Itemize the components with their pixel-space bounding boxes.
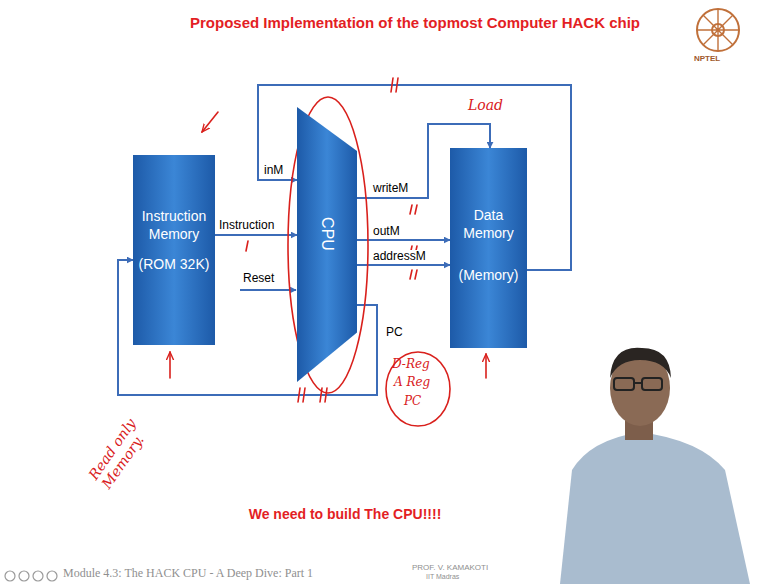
pen-ellipse [288, 97, 368, 393]
nptel-logo [697, 9, 739, 51]
footer-text: Module 4.3: The HACK CPU - A Deep Dive: … [63, 567, 313, 581]
presenter-glasses [642, 378, 662, 390]
handwritten-note: PC [404, 395, 421, 409]
logo-text: NPTEL [694, 54, 720, 63]
block-name: CPU [318, 217, 336, 251]
presenter-glasses [614, 378, 634, 390]
logo-spokes [697, 9, 739, 51]
memory-type: (Memory) [453, 266, 524, 284]
signal-name: inM [263, 164, 284, 178]
nav-icon [19, 571, 29, 581]
pen-tick [246, 241, 248, 251]
slide-title: Proposed Implementation of the topmost C… [60, 14, 765, 31]
signal-wire [215, 234, 297, 236]
signal-wire [357, 239, 450, 241]
instruction-memory: Instruction Memory (ROM 32K) [133, 155, 215, 345]
pen-arrow [485, 354, 487, 378]
pen-tick [410, 205, 417, 214]
pen-tick [391, 78, 398, 92]
pen-arrow [169, 352, 171, 378]
signal-wire [357, 264, 450, 266]
handwritten-note: Load [468, 97, 503, 113]
signal-name: addressM [372, 250, 427, 264]
signal-name: Instruction [218, 219, 275, 233]
memory-type: (ROM 32K) [136, 255, 212, 273]
pen-circle [386, 352, 450, 426]
handwritten-note: A Reg [394, 376, 430, 390]
presenter-glasses [634, 382, 642, 384]
reset-wire [240, 289, 296, 291]
presenter-hair [610, 348, 671, 378]
nav-icon [5, 571, 15, 581]
nav-icon [33, 571, 43, 581]
signal-name: writeM [372, 182, 409, 196]
memory-name: Instruction Memory [136, 207, 212, 243]
presenter-figure [560, 348, 750, 584]
pen-check-arrow [202, 112, 218, 132]
handwritten-note: D-Reg [392, 358, 430, 372]
logo-ring [697, 9, 739, 51]
cpu-block: CPU [297, 107, 357, 382]
slide-caption: We need to build The CPU!!!! [190, 506, 500, 522]
signal-name: Reset [243, 272, 274, 286]
pen-tick [298, 388, 327, 402]
signal-name: outM [372, 225, 401, 239]
footer-text: PROF. V. KAMAKOTI [412, 563, 488, 572]
data-memory: Data Memory (Memory) [450, 148, 527, 348]
handwritten-note: Read only Memory. [85, 395, 166, 492]
memory-name: Data Memory [453, 206, 524, 242]
footer-text: IIT Madras [426, 573, 459, 581]
cpu-trapezoid [297, 107, 357, 382]
presenter-shirt [560, 432, 750, 584]
pen-ellipse [128, 248, 220, 280]
signal-name: PC [385, 326, 404, 340]
pen-tick [410, 270, 417, 279]
nav-icon [47, 571, 57, 581]
